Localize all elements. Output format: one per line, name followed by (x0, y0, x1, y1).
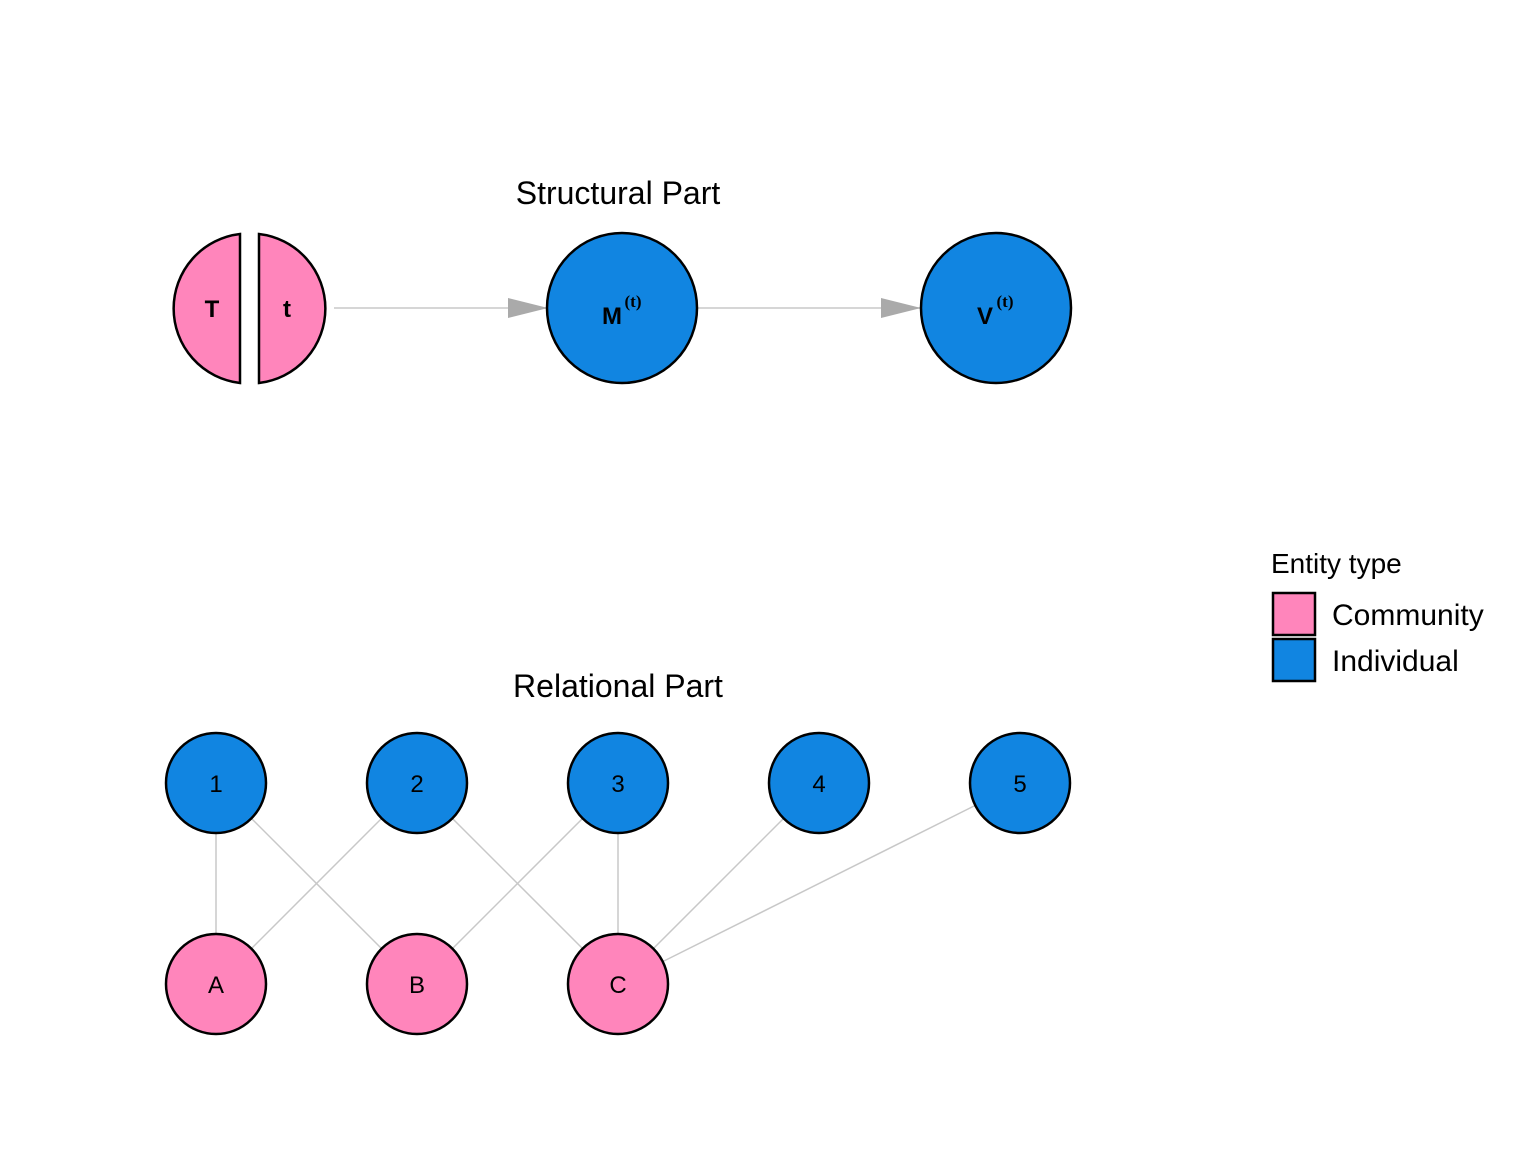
node-5: 5 (968, 731, 1072, 835)
node-3: 3 (566, 731, 670, 835)
node-m-label: M (602, 303, 622, 330)
node-v: V (t) (919, 231, 1073, 385)
node-v-label: V (977, 303, 993, 330)
node-1-label: 1 (209, 771, 222, 798)
node-a-circle (164, 932, 268, 1036)
node-3-circle (566, 731, 670, 835)
split-node-tt: T t (172, 232, 327, 385)
node-1-circle (164, 731, 268, 835)
node-a-label: A (208, 972, 224, 999)
node-2: 2 (365, 731, 469, 835)
node-v-superscript: (t) (997, 292, 1014, 311)
structural-title: Structural Part (516, 175, 721, 211)
node-c-circle (566, 932, 670, 1036)
node-b: B (365, 932, 469, 1036)
split-node-left-half (172, 232, 242, 385)
node-c: C (566, 932, 670, 1036)
relational-part: Relational Part 1 2 3 4 5A B C (164, 668, 1072, 1036)
relational-title: Relational Part (513, 668, 723, 704)
node-2-label: 2 (410, 771, 423, 798)
legend-title: Entity type (1271, 548, 1402, 579)
node-c-label: C (609, 972, 626, 999)
node-2-circle (365, 731, 469, 835)
relational-edges (215, 804, 976, 963)
node-b-label: B (409, 972, 425, 999)
legend-swatch-community (1271, 591, 1317, 637)
node-m: M (t) (545, 231, 699, 385)
node-a: A (164, 932, 268, 1036)
split-node-right-label: t (283, 296, 291, 323)
edge-4-c (652, 817, 785, 950)
node-b-circle (365, 932, 469, 1036)
structural-part: Structural Part T t M (t) V (t) (172, 175, 1073, 385)
node-4-label: 4 (812, 771, 825, 798)
split-node-right-half (257, 232, 327, 385)
node-4: 4 (767, 731, 871, 835)
relational-nodes: 1 2 3 4 5A B C (164, 731, 1072, 1036)
legend: Entity type Community Individual (1271, 548, 1484, 683)
edge-2-a (250, 817, 383, 950)
node-1: 1 (164, 731, 268, 835)
node-v-circle (919, 231, 1073, 385)
legend-label-community: Community (1332, 599, 1484, 632)
node-m-circle (545, 231, 699, 385)
node-m-superscript: (t) (625, 292, 642, 311)
split-node-left-label: T (205, 296, 220, 323)
node-4-circle (767, 731, 871, 835)
legend-label-individual: Individual (1332, 645, 1459, 678)
node-3-label: 3 (611, 771, 624, 798)
edge-5-c (662, 804, 976, 963)
legend-swatch-individual (1271, 637, 1317, 683)
edge-3-b (451, 817, 584, 950)
node-5-label: 5 (1013, 771, 1026, 798)
node-5-circle (968, 731, 1072, 835)
